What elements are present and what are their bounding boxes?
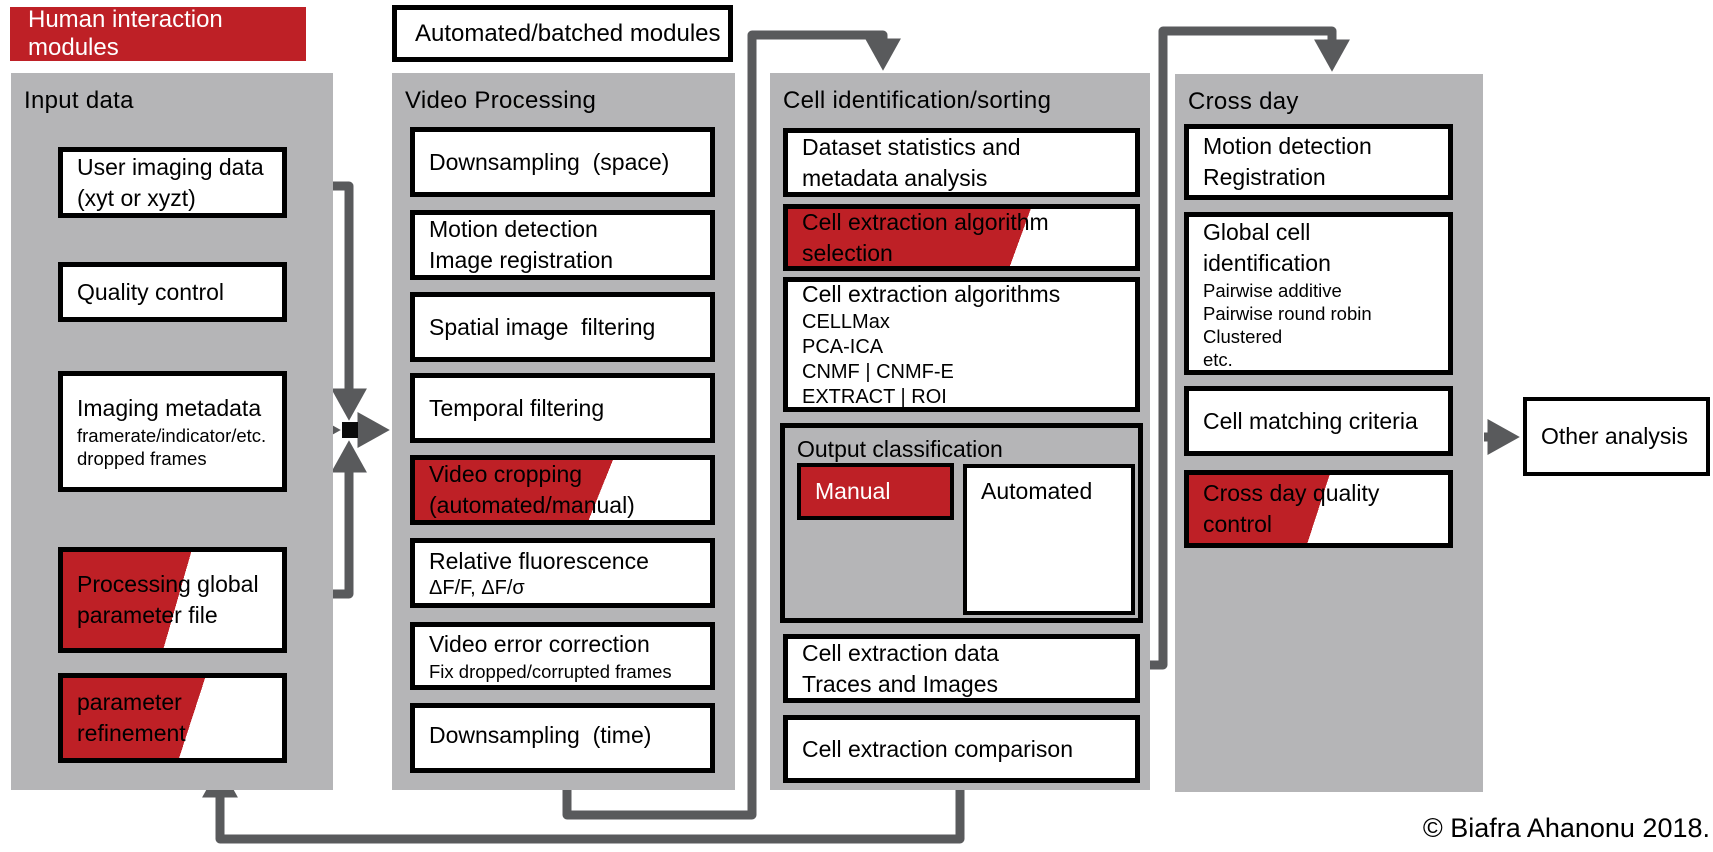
node-manual-classification: Manual [797, 463, 954, 520]
node-algorithm-selection-line2: selection [802, 239, 893, 266]
node-extraction-comparison-label: Cell extraction comparison [802, 735, 1074, 762]
node-cell-extraction-comparison: Cell extraction comparison [783, 715, 1140, 783]
node-global-id-line2: identification [1203, 249, 1331, 276]
node-global-id-pairwise-additive: Pairwise additive [1203, 279, 1342, 301]
node-video-error-correction: Video error correction Fix dropped/corru… [410, 622, 715, 690]
node-parameter-refinement: parameter refinement [58, 673, 287, 763]
node-refinement-line2: refinement [77, 720, 186, 746]
node-global-id-line1: Global cell [1203, 218, 1311, 245]
node-downsampling-time-label: Downsampling (time) [429, 722, 652, 748]
copyright-text: © Biafra Ahanonu 2018. [1422, 813, 1710, 843]
node-cell-extraction-algorithms: Cell extraction algorithms CELLMax PCA-I… [783, 277, 1140, 412]
node-paramfile-line1: Processing global [77, 571, 259, 597]
node-cell-extraction-algorithm-selection: Cell extraction algorithm selection [783, 204, 1140, 271]
node-algorithms-cnmf: CNMF | CNMF-E [802, 361, 954, 383]
arrow-comparison-to-refinement-feedback [202, 765, 965, 844]
node-algorithms-title: Cell extraction algorithms [802, 281, 1061, 307]
node-global-id-pairwise-roundrobin: Pairwise round robin [1203, 302, 1372, 324]
node-crossday-qc-line2: control [1203, 511, 1273, 537]
node-automated-label: Automated [981, 478, 1093, 504]
arrow-videoprocessing-to-cellid [562, 30, 901, 820]
node-dataset-statistics-line2: metadata analysis [802, 164, 988, 191]
node-motion-detection-registration: Motion detection Image registration [410, 210, 715, 280]
node-paramfile-line2: parameter file [77, 602, 218, 628]
column-cross-day-title: Cross day [1188, 88, 1299, 115]
node-other-analysis-label: Other analysis [1541, 423, 1689, 449]
node-motion-detection-line2: Image registration [429, 247, 614, 273]
node-refinement-line1: parameter [77, 689, 182, 715]
node-relative-fluorescence-line1: Relative fluorescence [429, 548, 649, 574]
node-quality-control: Quality control [58, 262, 287, 322]
node-crossday-motion-line1: Motion detection [1203, 133, 1372, 159]
column-video-processing-title: Video Processing [405, 87, 597, 114]
node-relative-fluorescence: Relative fluorescence ΔF/F, ΔF/σ [410, 538, 715, 608]
node-imaging-metadata-sub1: framerate/indicator/etc. [77, 425, 267, 446]
node-automated-classification: Automated [963, 464, 1135, 615]
node-global-id-etc: etc. [1203, 348, 1233, 370]
node-algorithm-selection-line1: Cell extraction algorithm [802, 208, 1049, 235]
legend-human-interaction-label: Human interaction modules [28, 6, 223, 61]
node-crossday-quality-control: Cross day quality control [1184, 470, 1453, 548]
group-output-classification-title: Output classification [797, 436, 1003, 462]
node-downsampling-time: Downsampling (time) [410, 703, 715, 773]
legend-automated-label: Automated/batched modules [415, 19, 721, 47]
node-cell-matching-criteria: Cell matching criteria [1184, 386, 1453, 456]
node-motion-detection-line1: Motion detection [429, 216, 598, 242]
node-imaging-metadata-line1: Imaging metadata [77, 395, 262, 421]
node-crossday-motion-line2: Registration [1203, 164, 1326, 190]
legend-human-interaction: Human interaction modules [10, 6, 306, 61]
node-spatial-image-filtering: Spatial image filtering [410, 292, 715, 362]
node-dataset-statistics: Dataset statistics and metadata analysis [783, 128, 1140, 197]
column-cell-identification-title: Cell identification/sorting [783, 87, 1052, 114]
node-dataset-statistics-line1: Dataset statistics and [802, 133, 1021, 160]
node-imaging-metadata-sub2: dropped frames [77, 448, 207, 469]
node-user-imaging-data-line1: User imaging data [77, 153, 264, 180]
node-algorithms-extract: EXTRACT | ROI [802, 386, 947, 408]
node-algorithms-cellmax: CELLMax [802, 311, 890, 333]
node-processing-global-parameter-file: Processing global parameter file [58, 547, 287, 653]
junction-node [342, 422, 358, 438]
node-extraction-data-line2: Traces and Images [802, 670, 999, 697]
node-cell-matching-label: Cell matching criteria [1203, 407, 1418, 434]
node-extraction-data-line1: Cell extraction data [802, 639, 999, 666]
node-video-cropping-line1: Video cropping [429, 461, 583, 487]
node-temporal-filtering-label: Temporal filtering [429, 394, 605, 421]
node-algorithms-pcaica: PCA-ICA [802, 336, 884, 358]
node-temporal-filtering: Temporal filtering [410, 373, 715, 443]
arrow-celldata-to-crossday [1140, 26, 1350, 670]
node-video-cropping: Video cropping (automated/manual) [410, 455, 715, 525]
node-cell-extraction-data: Cell extraction data Traces and Images [783, 634, 1140, 703]
node-spatial-filtering-label: Spatial image filtering [429, 313, 656, 340]
node-relative-fluorescence-sub: ΔF/F, ΔF/σ [429, 577, 525, 599]
node-global-id-clustered: Clustered [1203, 325, 1283, 347]
node-manual-label: Manual [815, 478, 891, 504]
node-crossday-qc-line1: Cross day quality [1203, 480, 1380, 506]
node-error-correction-sub: Fix dropped/corrupted frames [429, 661, 672, 682]
node-error-correction-line1: Video error correction [429, 631, 650, 657]
node-other-analysis: Other analysis [1523, 397, 1710, 476]
node-user-imaging-data-line2: (xyt or xyzt) [77, 184, 196, 211]
node-video-cropping-line2: (automated/manual) [429, 492, 635, 518]
node-crossday-motion-detection: Motion detection Registration [1184, 124, 1453, 200]
node-downsampling-space: Downsampling (space) [410, 127, 715, 197]
legend-automated: Automated/batched modules [392, 5, 733, 62]
node-user-imaging-data: User imaging data (xyt or xyzt) [58, 147, 287, 218]
node-quality-control-label: Quality control [77, 278, 225, 305]
node-downsampling-space-label: Downsampling (space) [429, 148, 670, 175]
column-input-data-title: Input data [24, 87, 134, 114]
group-output-classification: Output classification Manual Automated [780, 423, 1143, 623]
node-imaging-metadata: Imaging metadata framerate/indicator/etc… [58, 371, 287, 492]
node-global-cell-identification: Global cell identification Pairwise addi… [1184, 212, 1453, 375]
